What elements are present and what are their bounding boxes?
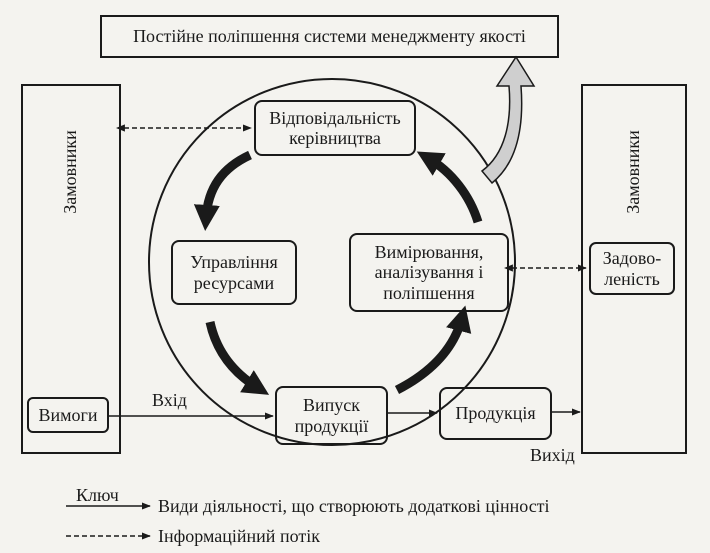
- legend-dashed-label: Інформаційний потік: [158, 526, 320, 546]
- requirements-box: [27, 397, 109, 433]
- product-label: Продукція: [455, 403, 536, 424]
- management-label: Відповідальність керівництва: [269, 107, 401, 148]
- requirements-label: Вимоги: [38, 404, 98, 425]
- resources-label: Управління ресурсами: [190, 252, 278, 293]
- input-label: Вхід: [152, 390, 187, 410]
- measurement-label: Вимірювання, аналізування і поліпшення: [374, 242, 484, 303]
- realization-box: [275, 386, 388, 445]
- improvement-title: Постійне поліпшення системи менеджменту …: [133, 26, 526, 47]
- satisfaction-box: [589, 242, 675, 295]
- customers-right-label: Замовники: [623, 130, 643, 214]
- management-box: [254, 100, 416, 156]
- cycle-arrow-realization-to-measurement: [394, 305, 472, 395]
- product-box: [439, 387, 552, 440]
- satisfaction-label: Задово- леність: [602, 248, 662, 289]
- legend-title: Ключ: [76, 485, 119, 505]
- customers-left-label: Замовники: [60, 130, 80, 214]
- output-label: Вихід: [530, 445, 575, 465]
- realization-label: Випуск продукції: [294, 395, 369, 436]
- cycle-arrow-management-to-resources: [193, 150, 252, 231]
- resources-box: [171, 240, 297, 305]
- legend-solid-label: Види діяльності, що створюють додаткові …: [158, 496, 550, 516]
- cycle-arrow-measurement-to-management: [416, 151, 483, 224]
- cycle-arrow-resources-to-realization: [205, 320, 270, 395]
- improvement-arrow: [480, 55, 536, 185]
- measurement-box: [349, 233, 509, 312]
- improvement-box: [100, 15, 559, 58]
- customers-left-panel: [21, 84, 121, 454]
